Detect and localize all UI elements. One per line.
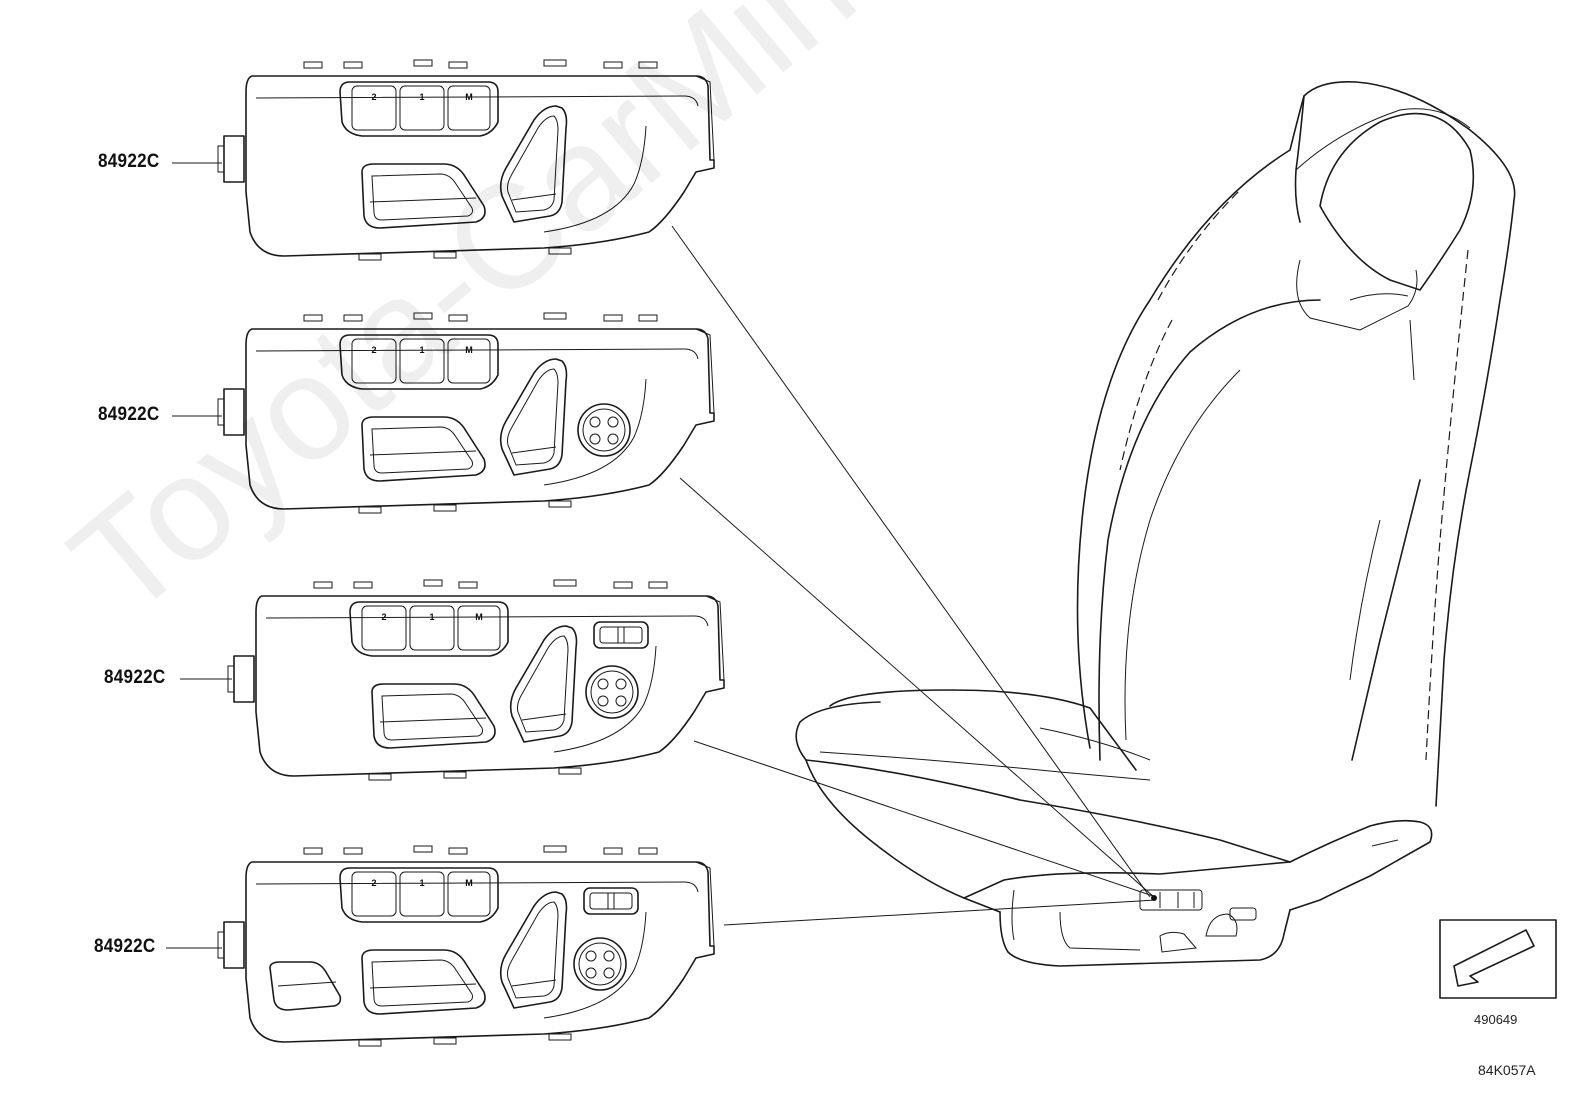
switch-panel-3 bbox=[227, 579, 725, 781]
switch-panel-2 bbox=[217, 312, 715, 514]
callout-label-1: 84922C bbox=[98, 151, 160, 172]
drawing-code: 84K057A bbox=[1478, 1062, 1536, 1078]
switch-panel-1 bbox=[217, 59, 715, 261]
switch-panel-4 bbox=[217, 845, 715, 1047]
view-arrow-box bbox=[1439, 919, 1557, 999]
callout-leaders bbox=[166, 162, 232, 949]
callout-label-3: 84922C bbox=[104, 667, 166, 688]
callout-label-4: 84922C bbox=[94, 936, 156, 957]
view-reference: 490649 bbox=[1474, 1012, 1518, 1027]
callout-label-2: 84922C bbox=[98, 404, 160, 425]
seat-illustration bbox=[795, 80, 1516, 967]
location-leaders bbox=[671, 225, 1157, 926]
